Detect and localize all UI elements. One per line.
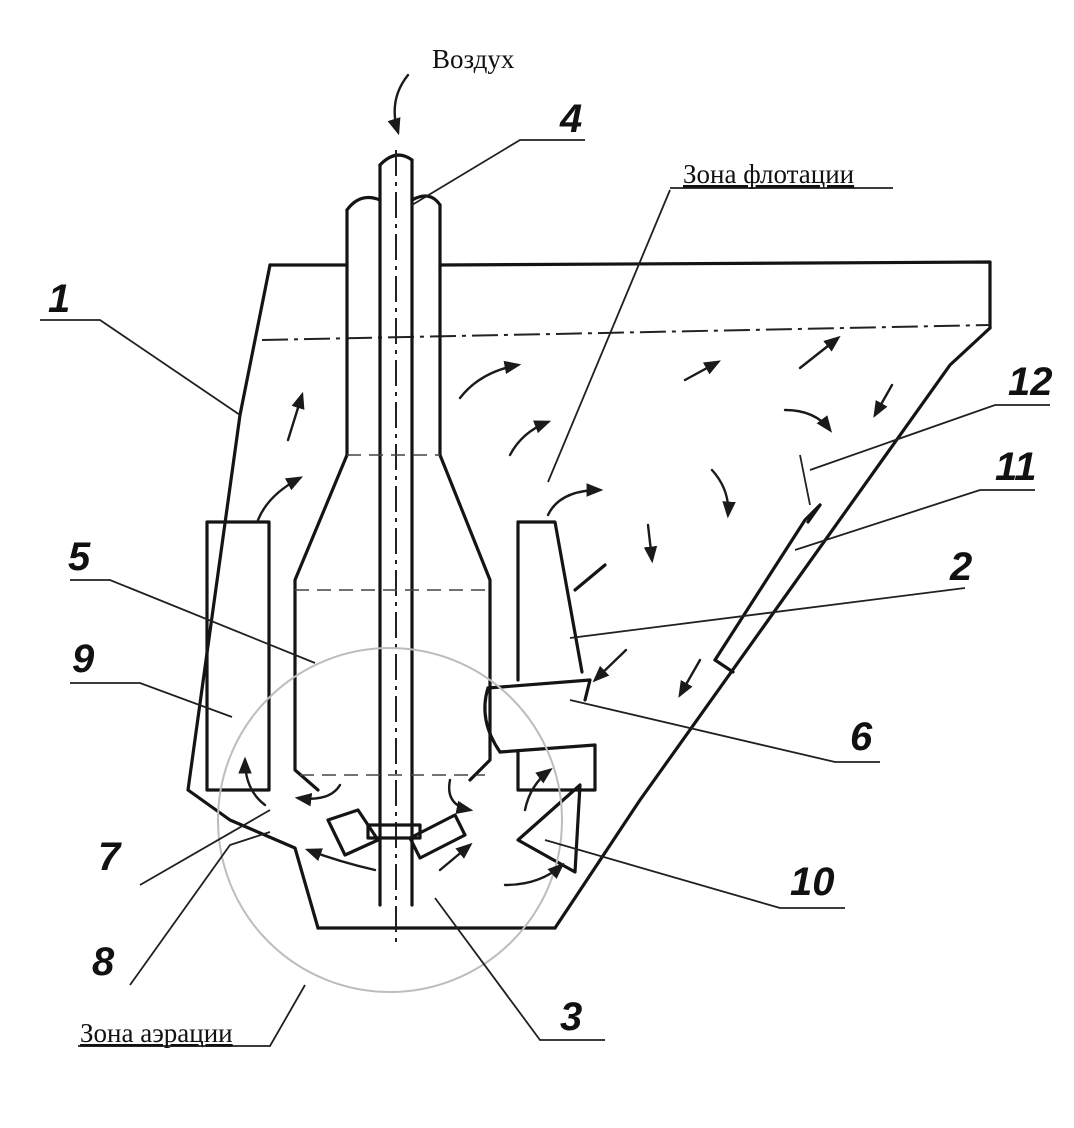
part-number-12: 12 bbox=[1008, 360, 1053, 404]
leader-lines bbox=[40, 139, 1050, 1047]
part-number-6: 6 bbox=[850, 715, 873, 759]
tank-body bbox=[186, 260, 992, 930]
part-number-8: 8 bbox=[92, 940, 115, 984]
stator-housing bbox=[293, 194, 492, 792]
part-number-10: 10 bbox=[790, 860, 835, 904]
flotation-zone-label: Зона флотации bbox=[683, 159, 854, 189]
part-number-1: 1 bbox=[48, 277, 70, 321]
aeration-zone-circle bbox=[217, 647, 563, 993]
air-label: Воздух bbox=[432, 44, 515, 74]
inlet-pipe bbox=[483, 678, 597, 792]
part-number-2: 2 bbox=[949, 545, 972, 589]
part-number-4: 4 bbox=[559, 97, 582, 141]
aeration-zone-label: Зона аэрации bbox=[80, 1018, 233, 1048]
left-partition bbox=[205, 520, 271, 792]
impeller bbox=[326, 808, 467, 860]
air-pipe-shaft bbox=[378, 150, 414, 945]
liquid-level-line bbox=[261, 324, 991, 341]
part-number-5: 5 bbox=[68, 535, 91, 579]
part-number-7: 7 bbox=[98, 835, 122, 879]
part-number-11: 11 bbox=[995, 445, 1037, 489]
right-partition bbox=[516, 520, 607, 682]
part-number-9: 9 bbox=[72, 637, 95, 681]
deflector bbox=[516, 783, 582, 874]
part-number-3: 3 bbox=[560, 995, 582, 1039]
flow-arrows bbox=[238, 73, 894, 887]
